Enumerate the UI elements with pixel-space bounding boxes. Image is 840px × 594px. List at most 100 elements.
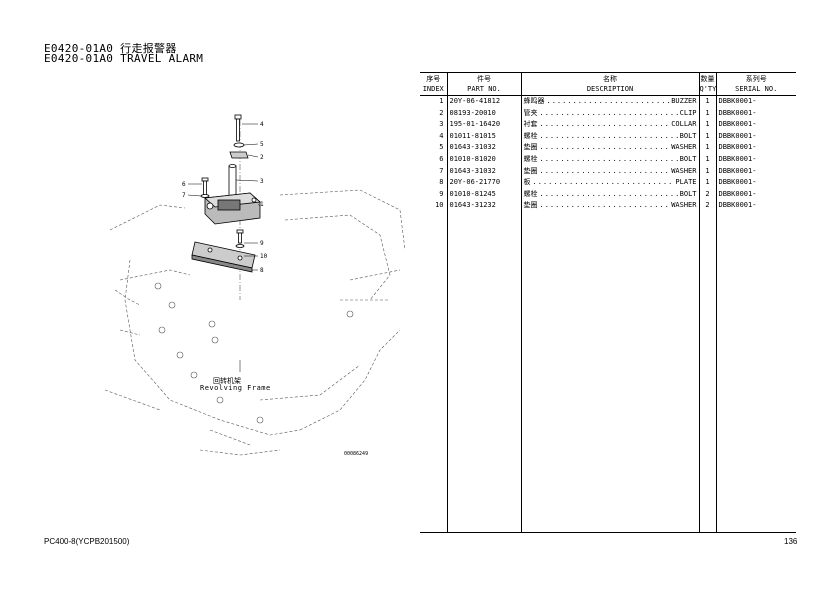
cell-serial-no: DBBK0001- — [715, 153, 796, 166]
parts-diagram: 4 5 2 3 1 6 7 9 10 8 — [100, 100, 410, 460]
leader-dots: ........................................… — [539, 120, 670, 129]
cell-qty: 2 — [698, 188, 717, 201]
cell-qty: 1 — [698, 177, 717, 189]
desc-en: PLATE — [675, 178, 697, 187]
callout-1: 1 — [260, 201, 264, 208]
callout-5: 5 — [260, 141, 264, 148]
cell-index: 6 — [420, 153, 448, 166]
cell-description: 螺栓......................................… — [520, 153, 700, 166]
desc-en: WASHER — [671, 166, 697, 175]
cell-part-no: 01011-81015 — [446, 130, 522, 143]
cell-index: 9 — [420, 188, 448, 201]
cell-index: 10 — [420, 200, 448, 212]
column-divider — [447, 94, 448, 532]
column-divider — [521, 94, 522, 532]
desc-en: COLLAR — [671, 120, 697, 129]
desc-cn: 板 — [523, 178, 531, 187]
table-row: 501643-31032垫圈..........................… — [420, 142, 796, 154]
cell-index: 1 — [420, 95, 448, 108]
cell-index: 4 — [420, 130, 448, 143]
desc-cn: 蜂鸣器 — [523, 97, 545, 105]
cell-part-no: 08193-20010 — [446, 107, 522, 120]
desc-cn: 螺栓 — [523, 154, 538, 163]
desc-cn: 垫圈 — [523, 201, 538, 210]
leader-dots: ........................................… — [539, 154, 678, 163]
cell-qty: 1 — [698, 165, 717, 178]
cell-description: 螺栓......................................… — [520, 188, 700, 201]
table-row: 1001643-31232垫圈.........................… — [420, 200, 796, 212]
frame-label-en: Revolving Frame — [200, 384, 271, 392]
desc-en: BOLT — [679, 131, 697, 140]
cell-serial-no: DBBK0001- — [715, 119, 796, 131]
table-row: 3195-01-16420衬套.........................… — [420, 119, 796, 131]
cell-description: 垫圈......................................… — [520, 142, 700, 154]
cell-qty: 1 — [698, 119, 717, 131]
cell-index: 5 — [420, 142, 448, 154]
cell-part-no: 20Y-06-21770 — [446, 177, 522, 189]
cell-serial-no: DBBK0001- — [715, 95, 796, 108]
cell-description: 管夹......................................… — [520, 107, 700, 120]
callout-9: 9 — [260, 240, 264, 247]
cell-qty: 2 — [698, 200, 717, 212]
cell-index: 7 — [420, 165, 448, 178]
desc-cn: 螺栓 — [523, 131, 538, 140]
leader-dots: ........................................… — [539, 166, 670, 175]
callout-10: 10 — [260, 253, 268, 260]
cell-part-no: 01643-31032 — [446, 165, 522, 178]
leader-dots: ........................................… — [539, 189, 678, 198]
cell-qty: 1 — [698, 130, 717, 143]
cell-part-no: 01643-31032 — [446, 142, 522, 154]
cell-index: 8 — [420, 177, 448, 189]
table-row: 701643-31032垫圈..........................… — [420, 165, 796, 178]
cell-description: 衬套......................................… — [520, 119, 700, 131]
cell-serial-no: DBBK0001- — [715, 107, 796, 120]
cell-qty: 1 — [698, 95, 717, 108]
cell-qty: 1 — [698, 142, 717, 154]
desc-en: BOLT — [679, 189, 697, 198]
cell-serial-no: DBBK0001- — [715, 177, 796, 189]
desc-cn: 管夹 — [523, 108, 538, 117]
leader-dots: ........................................… — [539, 201, 670, 210]
desc-cn: 垫圈 — [523, 143, 538, 152]
page-title-en: E0420-01A0 TRAVEL ALARM — [44, 52, 204, 65]
leader-dots: ........................................… — [539, 131, 678, 140]
page-title-cn: E0420-01A0 行走报警器 — [44, 42, 177, 55]
cell-qty: 1 — [698, 107, 717, 120]
table-bottom-rule — [420, 532, 796, 533]
cell-part-no: 20Y-06-41812 — [446, 95, 522, 108]
cell-qty: 1 — [698, 153, 717, 166]
cell-serial-no: DBBK0001- — [715, 130, 796, 143]
cell-description: 蜂鸣器.....................................… — [520, 95, 700, 108]
leader-dots: ........................................… — [539, 143, 670, 152]
desc-cn: 螺栓 — [523, 189, 538, 198]
model-footer: PC400-8(YCPB201500) — [44, 537, 130, 546]
callout-4: 4 — [260, 121, 264, 128]
desc-en: BOLT — [679, 154, 697, 163]
cell-index: 2 — [420, 107, 448, 120]
cell-description: 垫圈......................................… — [520, 200, 700, 212]
page-number: 136 — [784, 537, 798, 546]
callout-8: 8 — [260, 267, 264, 274]
column-divider — [699, 94, 700, 532]
desc-en: BUZZER — [671, 97, 697, 105]
table-row: 120Y-06-41812蜂鸣器........................… — [420, 95, 796, 108]
frame-label-cn: 回转机架 — [213, 377, 241, 385]
desc-cn: 垫圈 — [523, 166, 538, 175]
cell-description: 垫圈......................................… — [520, 165, 700, 178]
cell-serial-no: DBBK0001- — [715, 188, 796, 201]
desc-en: CLIP — [679, 108, 697, 117]
cell-serial-no: DBBK0001- — [715, 165, 796, 178]
figure-id: 00086249 — [344, 451, 369, 457]
callout-2: 2 — [260, 154, 264, 161]
